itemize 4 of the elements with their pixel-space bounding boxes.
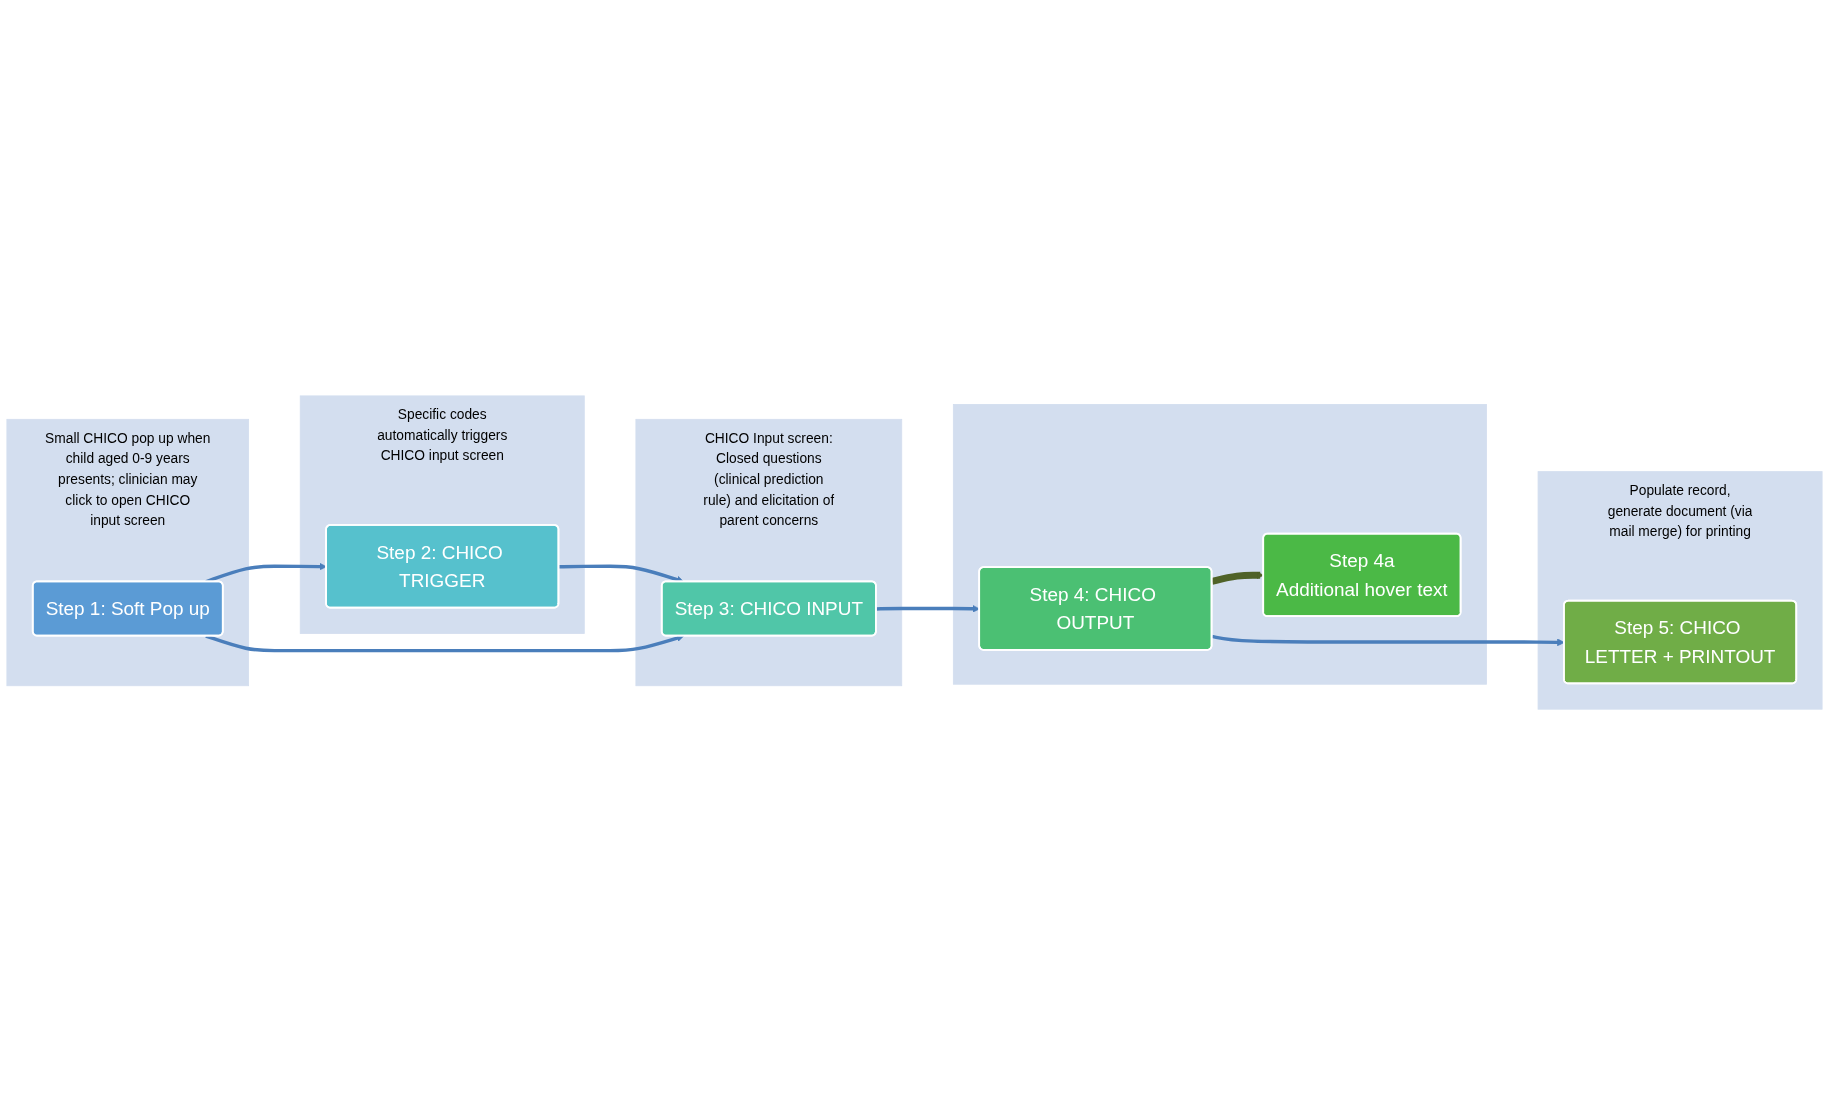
arrow xyxy=(876,605,980,614)
arrow xyxy=(205,634,685,653)
arrow xyxy=(1211,571,1264,586)
cluster xyxy=(952,404,1487,686)
